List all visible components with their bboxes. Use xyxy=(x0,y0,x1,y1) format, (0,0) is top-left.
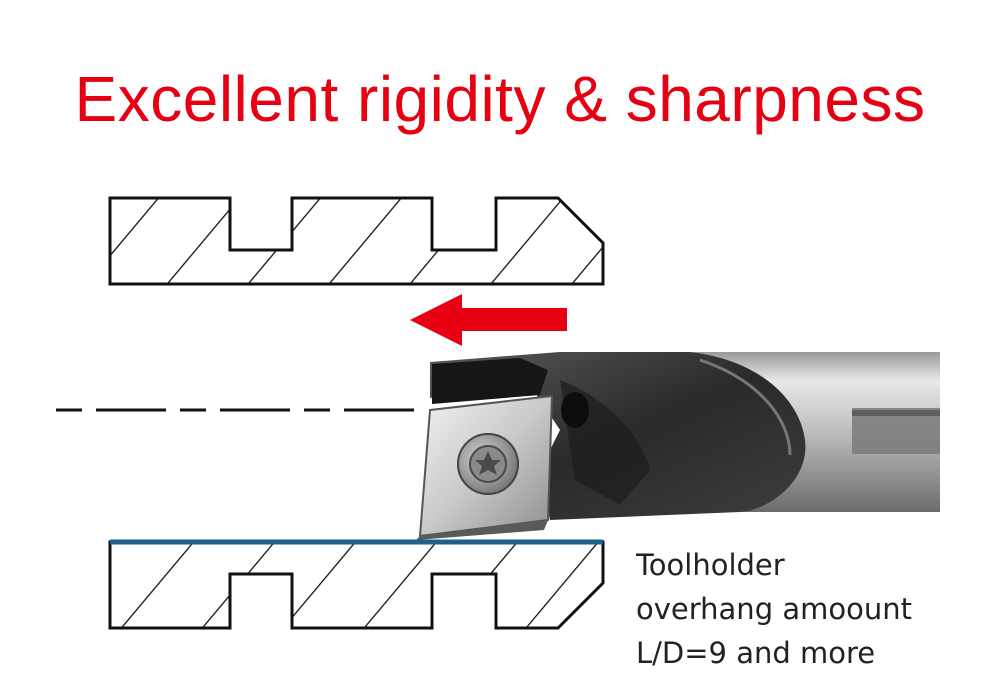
page-title: Excellent rigidity & sharpness xyxy=(74,63,926,135)
caption-line-2: overhang amoount xyxy=(636,592,912,626)
lower-workpiece-section xyxy=(108,539,605,630)
overhang-caption: Toolholder overhang amoount L/D=9 and mo… xyxy=(636,543,912,675)
boring-tool-icon xyxy=(416,352,940,540)
feed-direction-arrow-icon xyxy=(410,294,567,346)
caption-line-3: L/D=9 and more xyxy=(636,636,876,670)
upper-workpiece-section xyxy=(108,196,605,286)
caption-line-1: Toolholder xyxy=(636,548,785,582)
